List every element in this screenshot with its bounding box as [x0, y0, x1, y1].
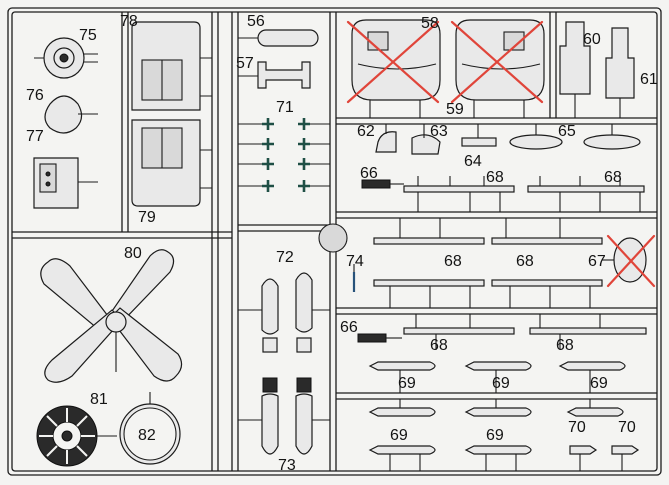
part-57	[238, 61, 311, 89]
label-69-c: 69	[590, 375, 608, 392]
part-62	[375, 124, 397, 153]
label-58: 58	[421, 15, 439, 32]
label-68-e: 68	[430, 337, 448, 354]
sprue-frame-inner	[11, 11, 658, 472]
label-77: 77	[26, 128, 44, 145]
part-67	[602, 237, 647, 283]
cross-out-59	[450, 20, 544, 104]
label-68-b: 68	[604, 169, 622, 186]
part-58	[351, 19, 441, 118]
label-61: 61	[640, 71, 658, 88]
label-60: 60	[583, 31, 601, 48]
label-82: 82	[138, 427, 156, 444]
label-74: 74	[346, 253, 364, 270]
label-65: 65	[558, 123, 576, 140]
part-63	[411, 124, 441, 155]
part-73	[238, 377, 330, 455]
label-81: 81	[90, 391, 108, 408]
label-62: 62	[357, 123, 375, 140]
label-68-f: 68	[556, 337, 574, 354]
cross-out-67	[606, 234, 656, 288]
part-70	[569, 445, 640, 471]
sprue-outer-frame	[7, 7, 662, 476]
part-81	[36, 405, 117, 467]
part-75	[34, 37, 98, 79]
label-70-a: 70	[568, 419, 586, 436]
label-72: 72	[276, 249, 294, 266]
cross-out-58	[346, 20, 440, 104]
label-64: 64	[464, 153, 482, 170]
label-73: 73	[278, 457, 296, 474]
label-69-e: 69	[486, 427, 504, 444]
label-67: 67	[588, 253, 606, 270]
label-76: 76	[26, 87, 44, 104]
label-68-a: 68	[486, 169, 504, 186]
label-69-b: 69	[492, 375, 510, 392]
part-71	[238, 118, 330, 192]
part-56	[238, 29, 319, 47]
part-79	[131, 119, 212, 207]
part-82	[119, 392, 181, 465]
label-66-upper: 66	[360, 165, 378, 182]
part-68-row3	[403, 314, 647, 350]
part-labels: 75 76 77 78 79 56 57 58 59 60 61 71 62 6…	[26, 13, 658, 474]
label-59: 59	[446, 101, 464, 118]
part-66-upper	[361, 179, 404, 189]
part-77	[33, 157, 98, 209]
part-68-row1	[403, 176, 645, 212]
label-79: 79	[138, 209, 156, 226]
part-69-row3	[368, 445, 532, 471]
sprue-hub	[318, 223, 348, 253]
label-70-b: 70	[618, 419, 636, 436]
label-57: 57	[236, 55, 254, 72]
part-61	[605, 27, 635, 118]
part-69-row2	[368, 399, 624, 417]
label-78: 78	[120, 13, 138, 30]
label-71: 71	[276, 99, 294, 116]
part-69-row1	[368, 361, 626, 393]
label-68-d: 68	[516, 253, 534, 270]
label-68-c: 68	[444, 253, 462, 270]
part-66-lower	[357, 333, 402, 343]
label-75: 75	[79, 27, 97, 44]
part-78	[131, 21, 212, 111]
part-68-row2	[373, 218, 603, 308]
part-65	[509, 124, 641, 150]
part-60	[559, 21, 591, 118]
part-80	[40, 249, 183, 383]
label-69-d: 69	[390, 427, 408, 444]
label-56: 56	[247, 13, 265, 30]
label-63: 63	[430, 123, 448, 140]
part-64	[461, 124, 497, 147]
label-69-a: 69	[398, 375, 416, 392]
part-72	[238, 272, 330, 353]
sprue-runners	[12, 12, 657, 471]
part-76	[44, 95, 98, 134]
label-66-lower: 66	[340, 319, 358, 336]
part-59	[455, 19, 545, 118]
label-80: 80	[124, 245, 142, 262]
